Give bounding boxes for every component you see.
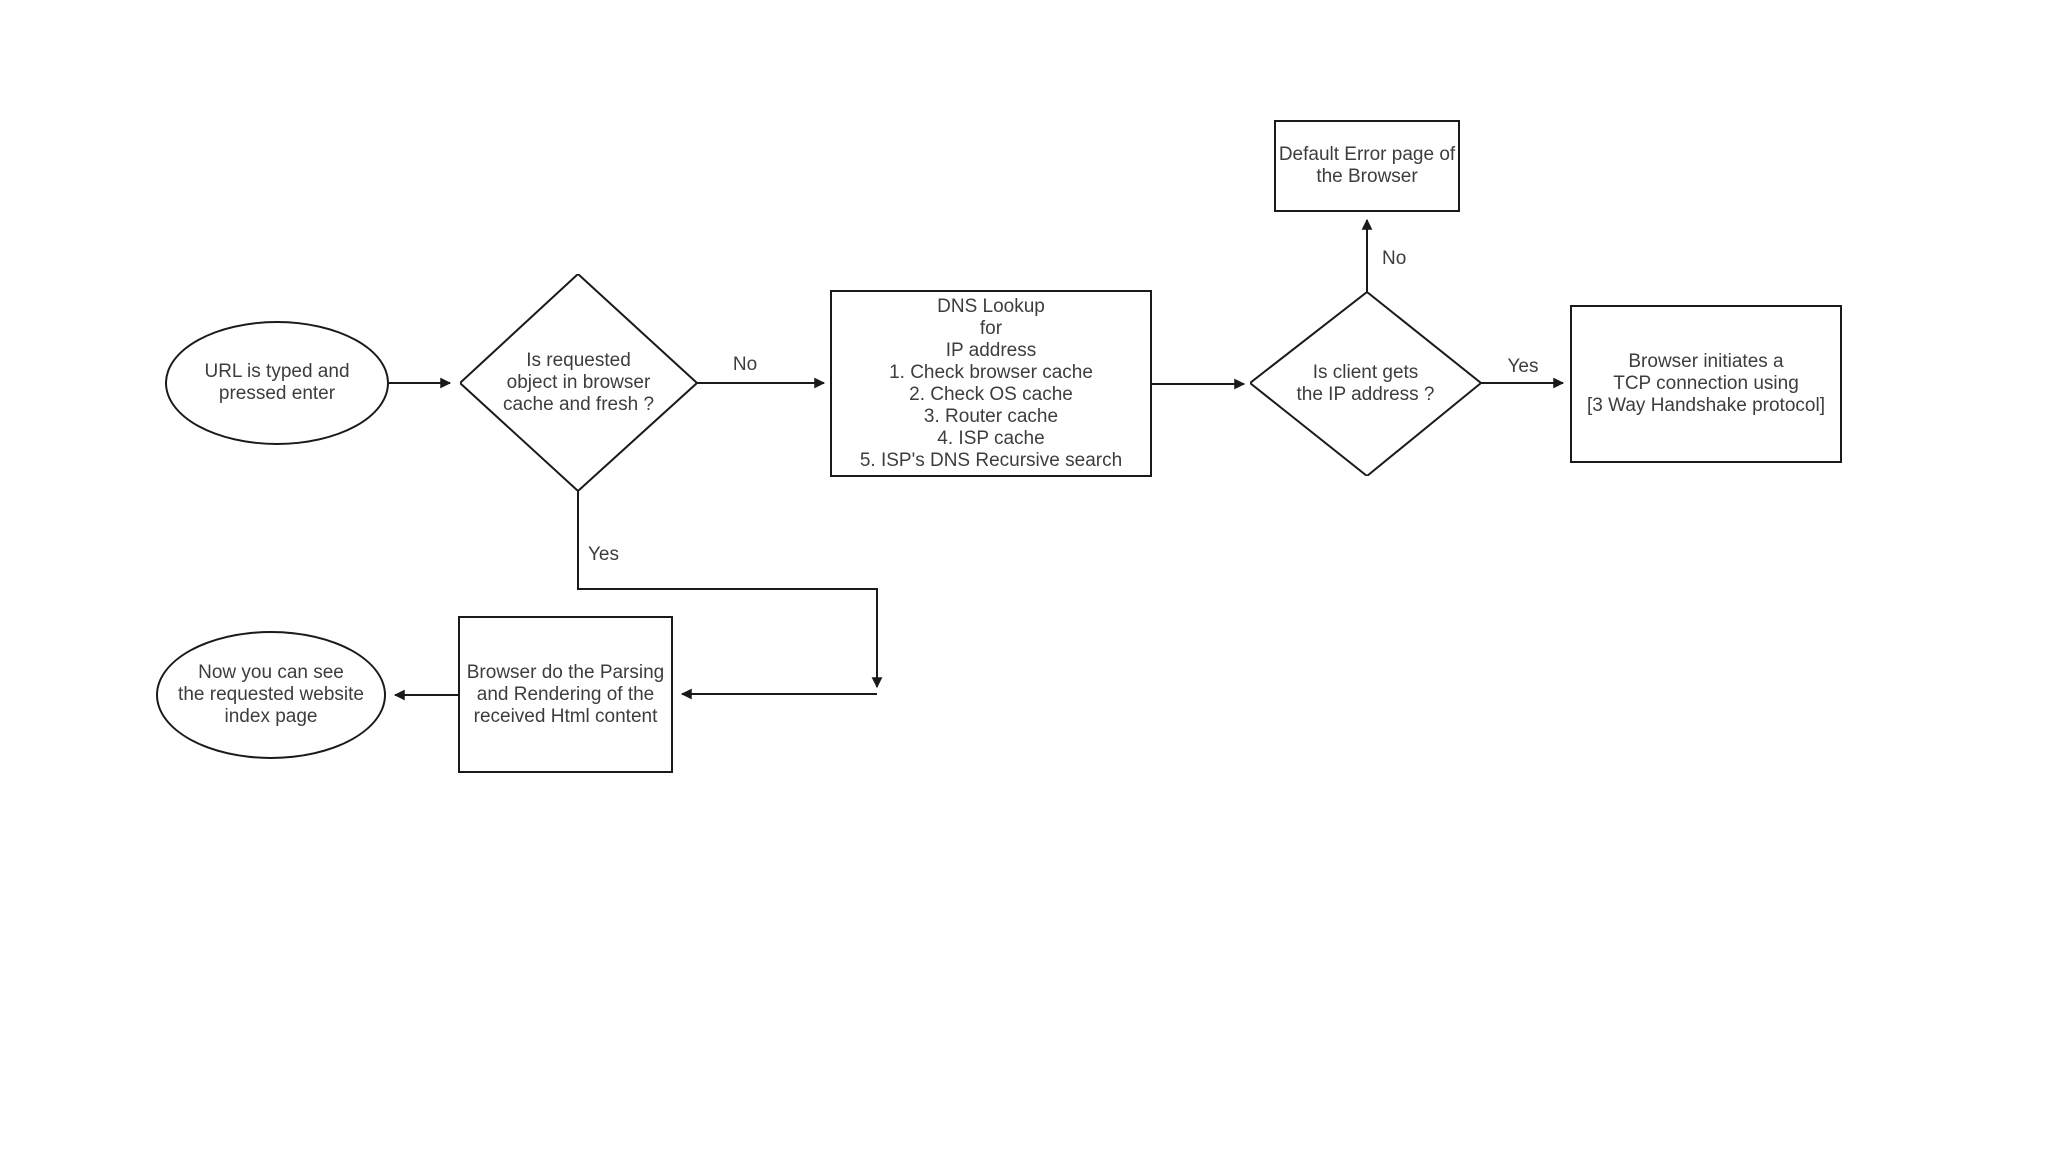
cache-decision-label: Is requested object in browser cache and… [502, 349, 655, 415]
tcp-connection-box: Browser initiates a TCP connection using… [1570, 305, 1842, 463]
edge-cache-yes [577, 491, 883, 689]
diamond-shape [460, 274, 697, 491]
ip-decision-label: Is client gets the IP address ? [1296, 362, 1435, 405]
edge-label-ip-no: No [1382, 248, 1407, 269]
diamond-shape [1250, 292, 1481, 476]
cache-decision-diamond: Is requested object in browser cache and… [460, 274, 697, 491]
end-terminator: Now you can see the requested website in… [156, 631, 386, 759]
edge-label-cache-no: No [732, 354, 758, 375]
error-page-box: Default Error page of the Browser [1274, 120, 1460, 212]
edge-label-cache-yes: Yes [588, 544, 619, 565]
ip-decision-diamond: Is client gets the IP address ? [1250, 292, 1481, 476]
parse-render-box: Browser do the Parsing and Rendering of … [458, 616, 673, 773]
start-terminator: URL is typed and pressed enter [165, 321, 389, 445]
edge-label-ip-yes: Yes [1507, 356, 1539, 377]
dns-lookup-process-box: DNS Lookup for IP address 1. Check brows… [830, 290, 1152, 477]
